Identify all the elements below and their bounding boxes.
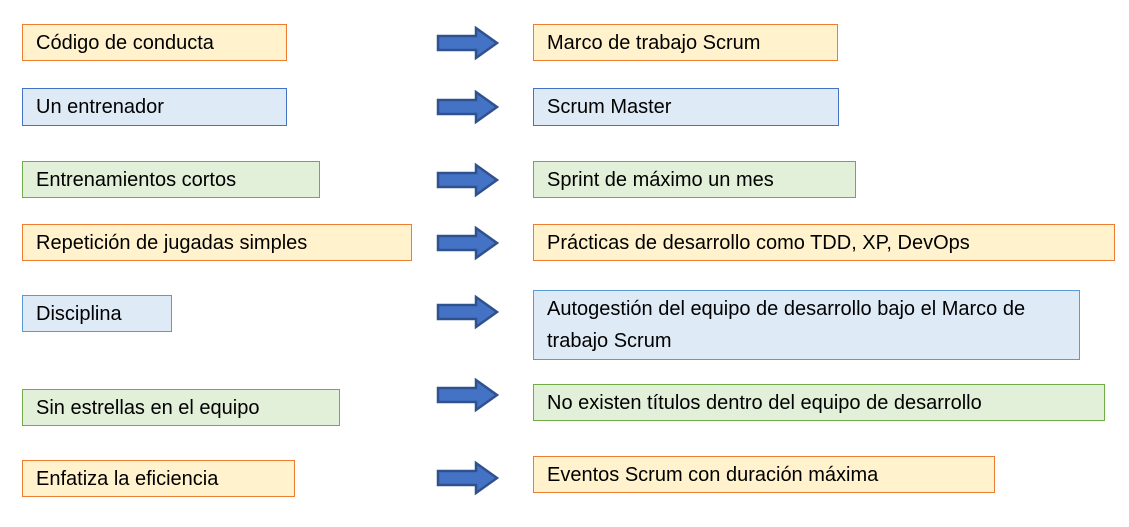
left-box-enfatiza-la-eficiencia: Enfatiza la eficiencia	[22, 460, 295, 497]
right-box-sprint-maximo-un-mes: Sprint de máximo un mes	[533, 161, 856, 198]
right-arrow-icon	[436, 294, 500, 330]
right-arrow-icon	[436, 225, 500, 261]
right-box-scrum-master: Scrum Master	[533, 88, 839, 126]
right-arrow-icon	[436, 377, 500, 413]
left-box-sin-estrellas: Sin estrellas en el equipo	[22, 389, 340, 426]
right-box-practicas-de-desarrollo: Prácticas de desarrollo como TDD, XP, De…	[533, 224, 1115, 261]
left-box-codigo-de-conducta: Código de conducta	[22, 24, 287, 61]
right-box-eventos-scrum: Eventos Scrum con duración máxima	[533, 456, 995, 493]
left-box-disciplina: Disciplina	[22, 295, 172, 332]
right-box-marco-de-trabajo-scrum: Marco de trabajo Scrum	[533, 24, 838, 61]
right-arrow-icon	[436, 25, 500, 61]
right-arrow-icon	[436, 162, 500, 198]
right-arrow-icon	[436, 89, 500, 125]
left-box-entrenamientos-cortos: Entrenamientos cortos	[22, 161, 320, 198]
right-arrow-icon	[436, 460, 500, 496]
right-box-no-existen-titulos: No existen títulos dentro del equipo de …	[533, 384, 1105, 421]
left-box-repeticion-de-jugadas: Repetición de jugadas simples	[22, 224, 412, 261]
left-box-un-entrenador: Un entrenador	[22, 88, 287, 126]
right-box-autogestion-del-equipo: Autogestión del equipo de desarrollo baj…	[533, 290, 1080, 360]
